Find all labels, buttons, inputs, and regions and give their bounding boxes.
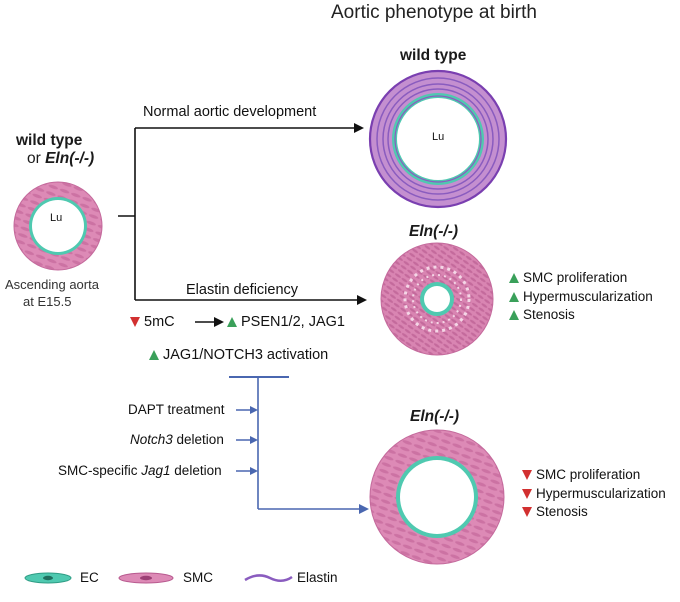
- treatment-text: DAPT treatment: [128, 402, 225, 417]
- down-arrow-icon: [522, 507, 532, 518]
- legend-smc-label: SMC: [183, 570, 213, 585]
- mechanism-line2: JAG1/NOTCH3 activation: [149, 347, 328, 363]
- treatment-notch3: Notch3 deletion: [130, 432, 224, 447]
- left-genotype-line1: wild type: [16, 132, 83, 149]
- left-genotype-prefix: or: [27, 150, 46, 167]
- branch-connectors: [118, 123, 367, 305]
- treatment-gene: Notch3: [130, 432, 173, 447]
- effect-text: SMC proliferation: [536, 467, 641, 482]
- aorta-wild-type: [368, 69, 508, 209]
- left-lumen-label: Lu: [50, 212, 63, 224]
- left-genotype-line2: or Eln(-/-): [27, 150, 94, 168]
- effect-item: SMC proliferation: [522, 466, 666, 485]
- up-arrow-icon: [509, 273, 519, 284]
- up-arrow-icon: [509, 310, 519, 321]
- legend-ec-label: EC: [80, 570, 99, 585]
- ec-cell-icon: [24, 572, 72, 584]
- elastin-deficiency-label: Elastin deficiency: [186, 282, 299, 298]
- aorta-eln-untreated: [380, 242, 494, 356]
- up-arrow-icon: [149, 350, 159, 361]
- mechanism-line1-right: PSEN1/2, JAG1: [227, 314, 345, 330]
- outcome-eln-treated-label: Eln(-/-): [410, 408, 460, 425]
- treatment-dapt: DAPT treatment: [128, 402, 225, 417]
- methylation-label: 5mC: [144, 314, 175, 330]
- effect-text: Stenosis: [523, 307, 575, 322]
- outcome-wild-type-label: wild type: [400, 47, 467, 64]
- effect-item: Hypermuscularization: [509, 288, 653, 307]
- outcome-eln-untreated-effects: SMC proliferation Hypermuscularization S…: [509, 269, 653, 325]
- effect-text: Hypermuscularization: [536, 485, 666, 501]
- down-arrow-icon: [130, 317, 140, 328]
- effect-item: Stenosis: [509, 306, 653, 325]
- effect-item: SMC proliferation: [509, 269, 653, 288]
- treatment-text: deletion: [170, 463, 222, 478]
- page-title: Aortic phenotype at birth: [331, 2, 537, 23]
- treatment-connectors: [229, 376, 369, 514]
- mechanism-line1-left: 5mC: [130, 314, 175, 330]
- normal-development-label: Normal aortic development: [143, 104, 317, 120]
- effect-text: SMC proliferation: [523, 270, 628, 285]
- left-caption-line2: at E15.5: [23, 294, 72, 309]
- down-arrow-icon: [522, 488, 532, 499]
- up-arrow-icon: [227, 317, 237, 328]
- psen-jag1-label: PSEN1/2, JAG1: [241, 314, 345, 330]
- legend-elastin-label: Elastin: [297, 570, 338, 585]
- down-arrow-icon: [522, 470, 532, 481]
- effect-item: Hypermuscularization: [522, 485, 666, 504]
- left-caption-line1: Ascending aorta: [5, 277, 99, 292]
- left-genotype-gene: Eln(-/-): [45, 150, 95, 167]
- outcome-eln-untreated-label: Eln(-/-): [409, 223, 459, 240]
- effect-item: Stenosis: [522, 503, 666, 522]
- treatment-text: deletion: [172, 432, 224, 447]
- aorta-eln-treated: [369, 429, 505, 565]
- elastin-fiber-icon: [244, 574, 293, 582]
- outcome-wild-type-lumen: Lu: [432, 131, 445, 143]
- treatment-text: SMC-specific: [58, 463, 142, 478]
- treatment-gene: Jag1: [141, 463, 171, 478]
- effect-text: Hypermuscularization: [523, 288, 653, 304]
- outcome-eln-treated-effects: SMC proliferation Hypermuscularization S…: [522, 466, 666, 522]
- treatment-jag1: SMC-specific Jag1 deletion: [58, 463, 222, 478]
- effect-text: Stenosis: [536, 504, 588, 519]
- aorta-e15-5: [13, 181, 103, 271]
- up-arrow-icon: [509, 291, 519, 302]
- smc-cell-icon: [118, 572, 174, 584]
- notch-activation-label: JAG1/NOTCH3 activation: [163, 347, 329, 363]
